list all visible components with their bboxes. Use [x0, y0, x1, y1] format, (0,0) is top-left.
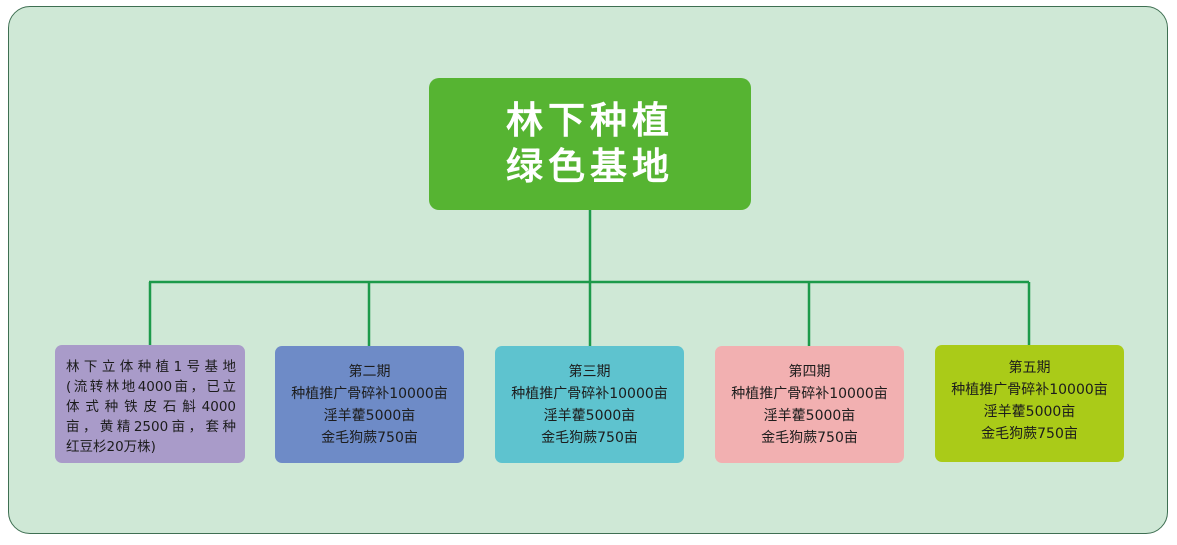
child-1-line-1: 林下立体种植1号基地 [66, 359, 236, 375]
child-1-line-2: (流转林地4000亩，已立 [66, 379, 236, 395]
child-4-title: 第四期 [788, 363, 831, 380]
child-5-line-2: 淫羊藿5000亩 [983, 404, 1076, 420]
root-title-line2: 绿色基地 [506, 145, 674, 188]
child-5-title: 第五期 [1008, 360, 1051, 376]
child-5-line-1: 种植推广骨碎补10000亩 [951, 382, 1108, 398]
child-3-line-3: 金毛狗蕨750亩 [541, 429, 638, 446]
root-title-line1: 林下种植 [506, 99, 674, 142]
child-1-line-4: 亩，黄精2500亩，套种 [66, 419, 236, 435]
child-4-line-2: 淫羊藿5000亩 [763, 407, 856, 424]
child-2-title: 第二期 [348, 363, 391, 380]
child-2-line-1: 种植推广骨碎补10000亩 [291, 385, 448, 402]
root-node: 林下种植 绿色基地 [429, 78, 751, 210]
child-4-line-1: 种植推广骨碎补10000亩 [731, 385, 888, 402]
child-node-phase-3: 第三期 种植推广骨碎补10000亩 淫羊藿5000亩 金毛狗蕨750亩 [495, 346, 684, 463]
child-3-line-1: 种植推广骨碎补10000亩 [511, 385, 668, 402]
child-node-phase-4: 第四期 种植推广骨碎补10000亩 淫羊藿5000亩 金毛狗蕨750亩 [715, 346, 904, 463]
child-3-title: 第三期 [568, 363, 611, 380]
child-3-line-2: 淫羊藿5000亩 [543, 407, 636, 424]
child-2-line-2: 淫羊藿5000亩 [323, 407, 416, 424]
child-1-line-5: 红豆杉20万株) [66, 439, 156, 455]
child-node-phase-2: 第二期 种植推广骨碎补10000亩 淫羊藿5000亩 金毛狗蕨750亩 [275, 346, 464, 463]
child-1-line-3: 体式种铁皮石斛4000 [66, 399, 236, 415]
child-5-line-3: 金毛狗蕨750亩 [981, 426, 1078, 442]
child-4-line-3: 金毛狗蕨750亩 [761, 429, 858, 446]
child-node-base-1: 林下立体种植1号基地 (流转林地4000亩，已立 体式种铁皮石斛4000 亩，黄… [55, 345, 245, 463]
child-2-line-3: 金毛狗蕨750亩 [321, 429, 418, 446]
child-node-phase-5: 第五期 种植推广骨碎补10000亩 淫羊藿5000亩 金毛狗蕨750亩 [935, 345, 1124, 462]
